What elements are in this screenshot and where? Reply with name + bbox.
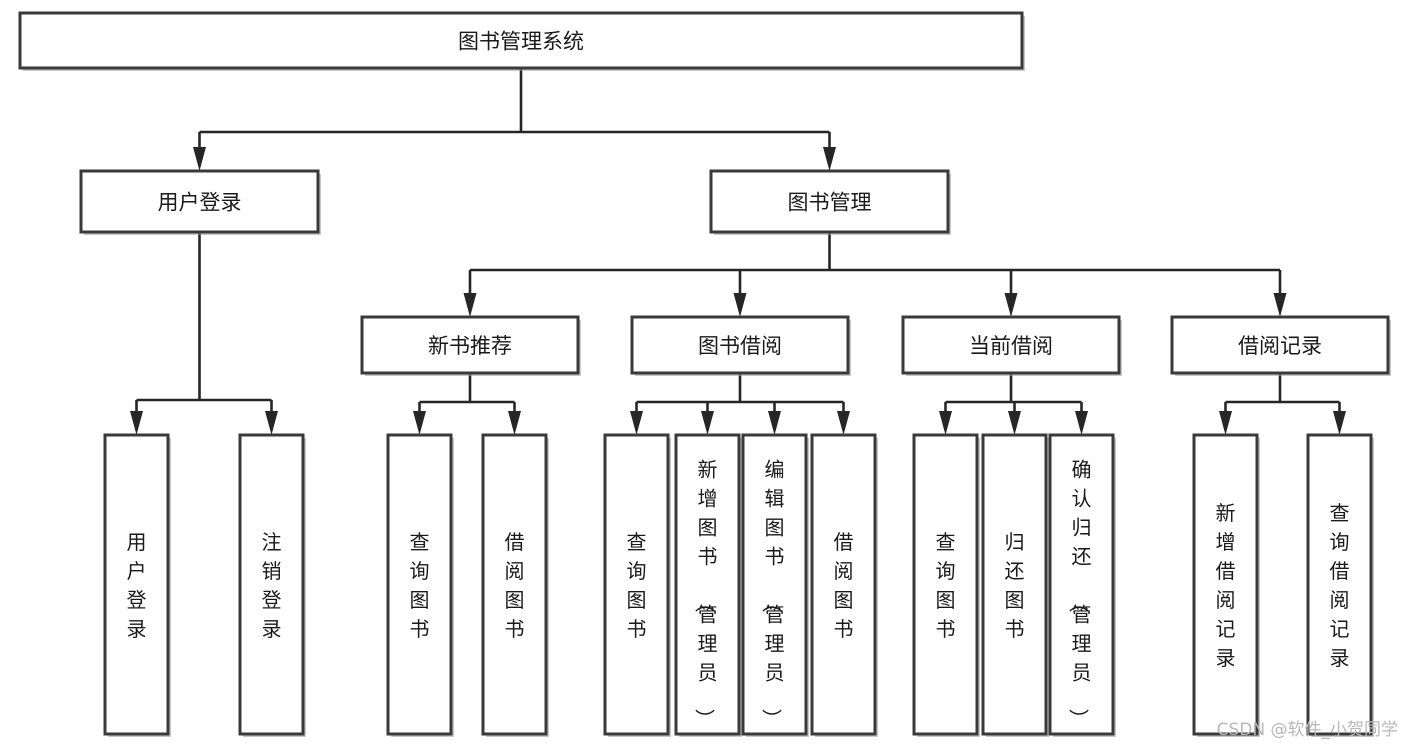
edge-group-root-to-level1 (193, 68, 836, 171)
node-label: 查询图书 (410, 530, 430, 641)
node-box[interactable] (901, 315, 1121, 375)
node-box[interactable] (360, 315, 580, 375)
edge-group-newbookrec-to-leaves (413, 373, 521, 435)
node-box[interactable] (741, 433, 808, 736)
node-box[interactable] (1170, 315, 1390, 375)
node-leaf-br-query[interactable]: 查询借阅记录 (1306, 433, 1374, 737)
node-box[interactable] (630, 315, 850, 375)
node-leaf-cb-confirm[interactable]: 确认归还（管理员） (1048, 433, 1116, 737)
node-user-login[interactable]: 用户登录 (79, 169, 321, 235)
node-box[interactable] (912, 433, 979, 736)
node-current-borrow[interactable]: 当前借阅 (901, 315, 1122, 376)
node-leaf-bb-query[interactable]: 查询图书 (603, 433, 671, 737)
node-box[interactable] (674, 433, 741, 736)
node-leaf-br-add[interactable]: 新增借阅记录 (1192, 433, 1260, 737)
node-box[interactable] (1306, 433, 1373, 736)
node-leaf-rec-borrow[interactable]: 借阅图书 (481, 433, 549, 737)
node-label: 编辑图书（管理员） (760, 458, 785, 729)
edge-group-borrowrecord-to-leaves (1219, 373, 1346, 435)
node-label: 借阅图书 (505, 530, 525, 641)
node-box[interactable] (386, 433, 453, 736)
node-label: 借阅图书 (834, 530, 854, 641)
connector-layer (130, 68, 1346, 435)
edge-group-bookmanage-to-level2 (463, 232, 1287, 317)
node-box[interactable] (18, 11, 1024, 70)
node-label: 图书管理系统 (458, 30, 584, 54)
node-label: 归还图书 (1005, 530, 1025, 641)
node-box[interactable] (1192, 433, 1259, 736)
node-label: 查询图书 (936, 530, 956, 641)
node-book-manage[interactable]: 图书管理 (709, 169, 951, 235)
node-box[interactable] (103, 433, 170, 736)
node-label: 借阅记录 (1238, 334, 1322, 358)
node-borrow-record[interactable]: 借阅记录 (1170, 315, 1391, 376)
node-box[interactable] (603, 433, 670, 736)
node-label: 用户登录 (158, 191, 242, 215)
edge-group-bookborrow-to-leaves (630, 373, 850, 435)
edge-group-currentborrow-to-leaves (939, 373, 1088, 435)
csdn-watermark: CSDN @软件_小贺同学 (1217, 720, 1398, 740)
node-label: 查询借阅记录 (1330, 501, 1350, 670)
node-book-borrow[interactable]: 图书借阅 (630, 315, 851, 376)
node-box[interactable] (79, 169, 320, 234)
node-layer: 图书管理系统用户登录图书管理新书推荐图书借阅当前借阅借阅记录用户登录注销登录查询… (18, 11, 1391, 737)
node-label: 注销登录 (262, 530, 282, 641)
node-leaf-cb-return[interactable]: 归还图书 (981, 433, 1049, 737)
node-box[interactable] (981, 433, 1048, 736)
node-leaf-bb-add[interactable]: 新增图书（管理员） (674, 433, 742, 737)
node-box[interactable] (1048, 433, 1115, 736)
node-leaf-rec-query[interactable]: 查询图书 (386, 433, 454, 737)
node-label: 新增图书（管理员） (693, 458, 718, 729)
node-box[interactable] (238, 433, 305, 736)
node-root[interactable]: 图书管理系统 (18, 11, 1025, 71)
node-label: 当前借阅 (969, 334, 1053, 358)
node-label: 查询图书 (627, 530, 647, 641)
node-leaf-user-login[interactable]: 用户登录 (103, 433, 171, 737)
node-label: 确认归还（管理员） (1067, 458, 1092, 729)
node-leaf-cb-query[interactable]: 查询图书 (912, 433, 980, 737)
node-box[interactable] (481, 433, 548, 736)
node-label: 新增借阅记录 (1216, 501, 1236, 670)
node-leaf-bb-borrow[interactable]: 借阅图书 (810, 433, 878, 737)
node-box[interactable] (810, 433, 877, 736)
node-leaf-logout[interactable]: 注销登录 (238, 433, 306, 737)
node-leaf-bb-edit[interactable]: 编辑图书（管理员） (741, 433, 809, 737)
edge-group-userlogin-to-leaves (130, 232, 278, 435)
node-label: 新书推荐 (428, 334, 512, 358)
node-box[interactable] (709, 169, 950, 234)
node-label: 图书借阅 (698, 334, 782, 358)
node-label: 图书管理 (788, 191, 872, 215)
node-new-book-rec[interactable]: 新书推荐 (360, 315, 581, 376)
node-label: 用户登录 (127, 530, 147, 641)
